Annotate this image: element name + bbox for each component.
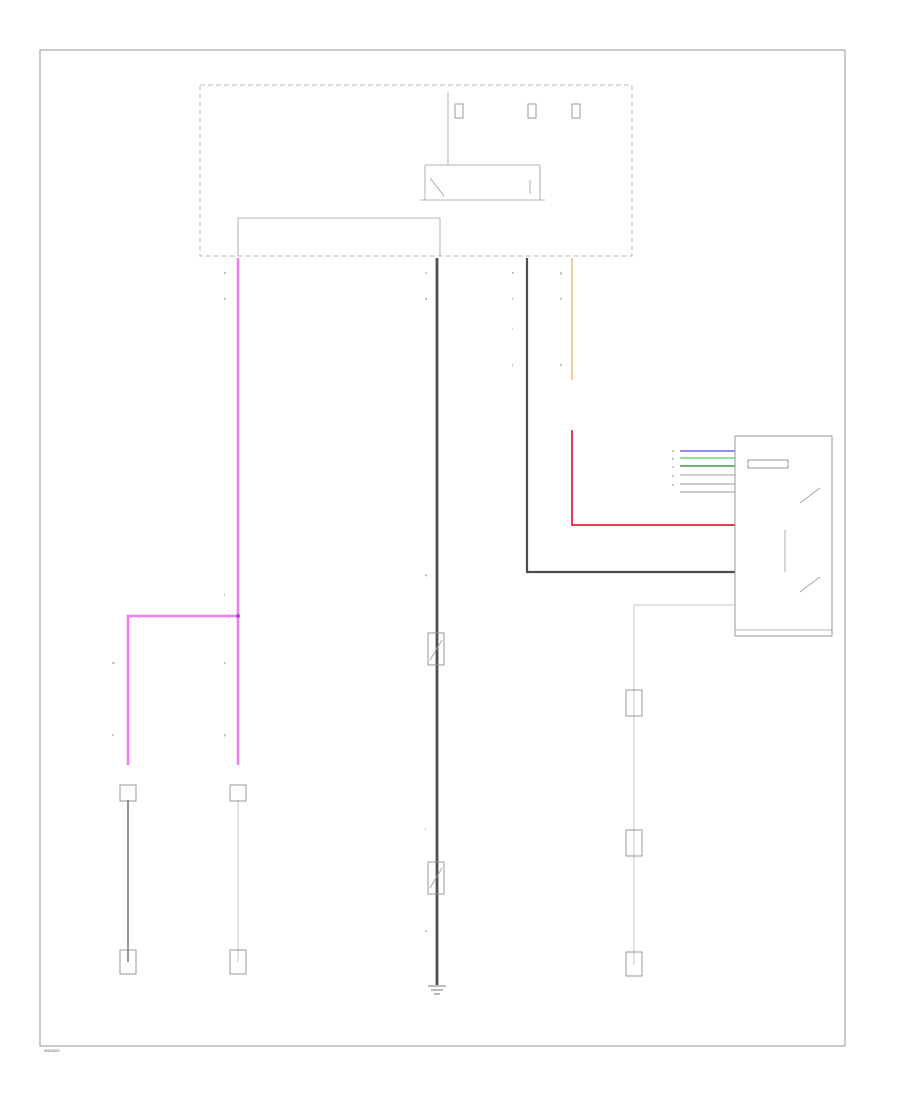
sensor-right-upper bbox=[625, 689, 643, 717]
pin-label: h bbox=[560, 297, 562, 301]
sensor-center-lower bbox=[427, 861, 445, 895]
pin-label: o bbox=[224, 661, 226, 665]
connector-row-label: c bbox=[672, 465, 674, 469]
sensor-left-lower bbox=[119, 949, 137, 975]
module-outline bbox=[199, 84, 633, 257]
connector-row-labels: a b c d e bbox=[672, 449, 674, 487]
switch-contact bbox=[799, 576, 821, 593]
pin-label: c bbox=[425, 271, 427, 275]
pin-labels: a b c d e f g h i j k l m n o p q r s bbox=[112, 271, 562, 933]
pin-label: n bbox=[112, 733, 114, 737]
sensor-left-upper bbox=[119, 784, 137, 802]
sensor-right-middle bbox=[625, 829, 643, 857]
pin-label: a bbox=[224, 271, 226, 275]
diagram-code: WD0000 bbox=[44, 1048, 60, 1053]
pin-label: g bbox=[560, 271, 562, 275]
sensor-center-left-lower bbox=[229, 949, 247, 975]
sensor-center-upper-arm bbox=[429, 639, 443, 661]
pin-label: q bbox=[425, 573, 427, 577]
pin-label: j bbox=[511, 363, 513, 367]
fuse-symbol bbox=[527, 103, 537, 119]
pin-label: m bbox=[112, 661, 115, 665]
connector-row-label: d bbox=[672, 474, 674, 478]
ground-symbol bbox=[428, 985, 446, 995]
sensor-center-lower-arm bbox=[429, 867, 443, 889]
fuse-symbol bbox=[454, 103, 464, 119]
wire-pink-branch bbox=[126, 614, 238, 765]
sensor-center-left-upper bbox=[229, 784, 247, 802]
pin-label: r bbox=[425, 827, 427, 831]
device-symbols bbox=[119, 435, 833, 977]
diagram-frame bbox=[39, 49, 846, 1047]
wire-black-switch bbox=[525, 258, 735, 574]
relay-switch-arm bbox=[429, 177, 445, 197]
pin-label: k bbox=[560, 363, 562, 367]
pin-label: i bbox=[512, 327, 513, 331]
switch-contact bbox=[799, 487, 821, 504]
internal-bus bbox=[237, 217, 441, 256]
pin-label: d bbox=[425, 297, 427, 301]
fuse-symbol bbox=[571, 103, 581, 119]
wire-white-right bbox=[633, 604, 735, 965]
sensor-right-lower bbox=[625, 951, 643, 977]
pin-label: s bbox=[425, 929, 427, 933]
connector-row-label: b bbox=[672, 457, 674, 461]
pin-label: l bbox=[224, 593, 225, 597]
switch-module-box bbox=[734, 435, 833, 637]
top-control-module bbox=[199, 84, 633, 257]
sensor-center-upper bbox=[427, 632, 445, 666]
connector-row-label: a bbox=[672, 449, 674, 453]
connector-row-label: e bbox=[672, 483, 674, 487]
wire-red bbox=[571, 430, 735, 526]
switch-resistor bbox=[747, 459, 789, 469]
splice-junction bbox=[235, 613, 241, 619]
main-wires bbox=[126, 258, 735, 985]
pin-label: p bbox=[224, 733, 226, 737]
pin-label: f bbox=[512, 297, 513, 301]
pin-label: b bbox=[224, 297, 226, 301]
pin-label: e bbox=[512, 271, 514, 275]
